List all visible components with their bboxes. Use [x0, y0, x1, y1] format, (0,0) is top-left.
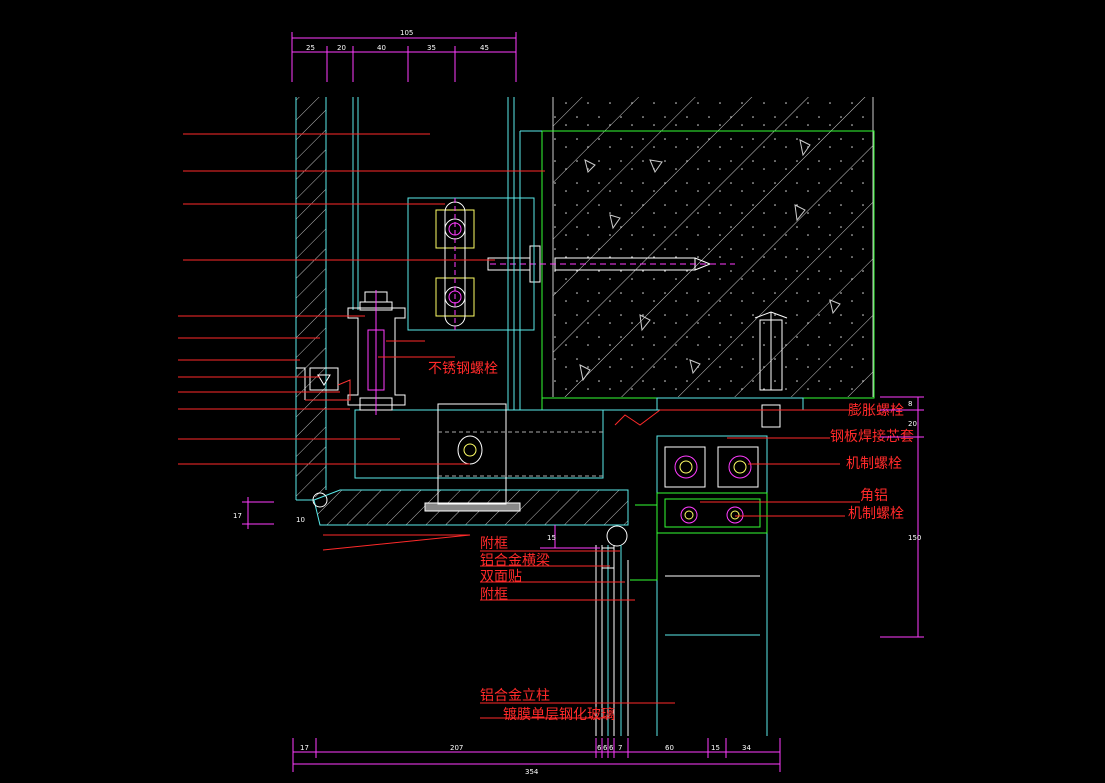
concrete-structure	[552, 97, 874, 397]
leader-lines	[178, 133, 860, 719]
dim-bottom-overall: 354	[525, 768, 539, 776]
mid-dimension-group	[540, 525, 600, 549]
dim-mid-1: 15	[547, 534, 556, 542]
glazing-panels	[595, 525, 629, 736]
dim-bottom-seg-7: 60	[665, 744, 674, 752]
label-machine-bolt-1: 机制螺栓	[846, 456, 902, 472]
dim-bottom-seg-5: 6	[609, 744, 614, 752]
dim-right-3: 150	[908, 534, 921, 542]
label-plate-weld-sleeve: 钢板焊接芯套	[830, 428, 914, 445]
label-stainless-bolt: 不锈钢螺栓	[428, 361, 498, 377]
label-al-crossbeam: 铝合金横梁	[480, 553, 550, 569]
left-dimension-group	[242, 497, 274, 529]
bottom-dimension-group	[292, 738, 781, 772]
right-dimension-group	[880, 396, 924, 638]
small-seal-block	[296, 367, 351, 401]
left-frame-profile	[295, 97, 629, 526]
dim-right-2: 20	[908, 420, 917, 428]
dim-right-1: 8	[908, 400, 912, 408]
dim-top-seg-3: 40	[377, 44, 386, 52]
aluminium-system	[630, 435, 768, 736]
dim-bottom-seg-1: 17	[300, 744, 309, 752]
label-machine-bolt-2: 机制螺栓	[848, 506, 904, 522]
dim-top-seg-4: 35	[427, 44, 436, 52]
dim-bottom-seg-6: 7	[618, 744, 622, 752]
label-double-tape: 双面贴	[480, 569, 522, 585]
label-al-mullion: 铝合金立柱	[480, 688, 550, 704]
dim-bottom-seg-3: 6	[597, 744, 602, 752]
dim-bottom-seg-8: 15	[711, 744, 720, 752]
label-angle-aluminum: 角铝	[860, 488, 888, 504]
dim-left-2: 10	[296, 516, 305, 524]
top-dimension-group	[291, 32, 517, 82]
machine-bolts-right	[674, 455, 752, 524]
dim-bottom-seg-2: 207	[450, 744, 463, 752]
dim-left-1: 17	[233, 512, 242, 520]
dim-top-seg-2: 20	[337, 44, 346, 52]
dim-top-overall: 105	[400, 29, 413, 37]
dim-bottom-seg-4: 6	[603, 744, 608, 752]
label-coated-glass: 镀膜单层钢化玻璃	[503, 706, 615, 723]
label-sub-frame-2: 附框	[480, 587, 508, 603]
label-sub-frame-1: 附框	[480, 536, 508, 552]
dim-top-seg-1: 25	[306, 44, 315, 52]
u-channel-bolt	[347, 290, 406, 415]
lower-bracket	[437, 403, 603, 505]
label-expansion-bolt: 膨胀螺栓	[848, 402, 904, 419]
dim-bottom-seg-9: 34	[742, 744, 751, 752]
bracket-bolts	[435, 198, 475, 330]
dim-top-seg-5: 45	[480, 44, 489, 52]
